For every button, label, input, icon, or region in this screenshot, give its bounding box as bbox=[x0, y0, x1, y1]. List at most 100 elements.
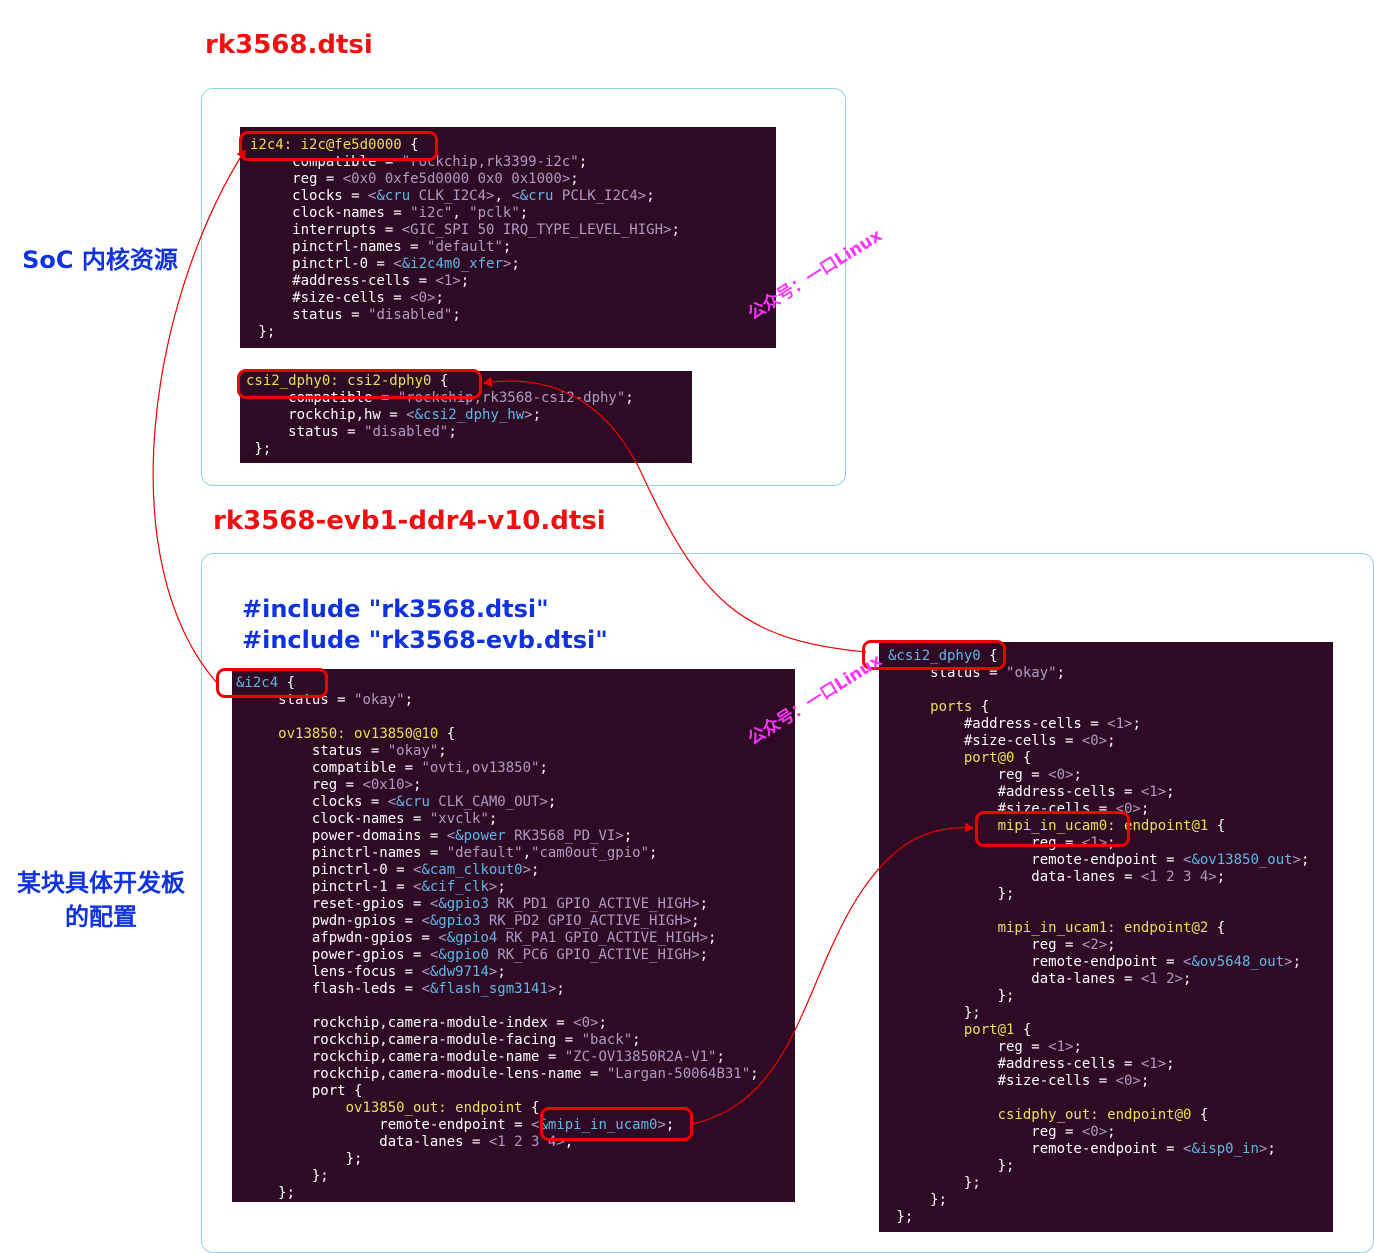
code-token: interrupts = bbox=[250, 222, 402, 238]
code-token: <0> bbox=[573, 1015, 599, 1031]
code-token: port@1 bbox=[963, 1022, 1015, 1038]
code-token: clock-names = bbox=[236, 811, 430, 827]
code-token: ; bbox=[665, 1117, 675, 1133]
code-line: port@0 { bbox=[888, 750, 1309, 767]
code-line: pinctrl-names = "default"; bbox=[250, 239, 680, 256]
code-line: #size-cells = <0>; bbox=[888, 733, 1309, 750]
code-line: reg = <0x0 0xfe5d0000 0x0 0x1000>; bbox=[250, 171, 680, 188]
code-token: ; bbox=[404, 692, 414, 708]
code-token: status = bbox=[246, 424, 365, 440]
code-token: &gpio0 bbox=[438, 947, 489, 963]
code-token: < bbox=[406, 407, 415, 423]
code-token: }; bbox=[888, 1175, 981, 1191]
code-token: <0x0 0xfe5d0000 0x0 0x1000> bbox=[342, 171, 571, 187]
code-token: , bbox=[522, 845, 532, 861]
soc-file-title: rk3568.dtsi bbox=[205, 30, 373, 60]
code-token: &gpio3 bbox=[429, 913, 481, 929]
code-token: ; bbox=[625, 390, 634, 406]
code-token: <1 2 3 4> bbox=[1140, 869, 1217, 885]
code-token: ov13850@10 bbox=[354, 726, 439, 742]
code-token: ; bbox=[708, 930, 717, 946]
code-token: { bbox=[1208, 920, 1226, 936]
code-line: pinctrl-0 = <&cam_clkout0>; bbox=[236, 862, 759, 879]
code-line: clocks = <&cru CLK_CAM0_OUT>; bbox=[236, 794, 759, 811]
code-token: ; bbox=[1166, 784, 1175, 800]
code-token: ; bbox=[1132, 716, 1141, 732]
code-line: #address-cells = <1>; bbox=[250, 273, 680, 290]
code-line: csidphy_out: endpoint@0 { bbox=[888, 1107, 1309, 1124]
code-token: ; bbox=[1292, 954, 1302, 970]
code-token: ; bbox=[539, 760, 548, 776]
code-token: clock-names = bbox=[250, 205, 411, 221]
code-line: ports { bbox=[888, 699, 1309, 716]
code-token: reg = bbox=[236, 777, 363, 793]
code-token: ; bbox=[598, 1015, 607, 1031]
code-token: mipi_in_ucam1: bbox=[997, 920, 1116, 936]
code-token: "ZC-OV13850R2A-V1" bbox=[564, 1049, 717, 1065]
code-line: remote-endpoint = <&ov13850_out>; bbox=[888, 852, 1309, 869]
code-token: ov13850_out: bbox=[345, 1100, 447, 1116]
code-token: ; bbox=[1073, 1039, 1082, 1055]
code-token: ; bbox=[1073, 767, 1082, 783]
code-token: ; bbox=[623, 828, 633, 844]
code-token: ; bbox=[671, 222, 680, 238]
soc-resource-label: SoC 内核资源 bbox=[10, 243, 190, 277]
code-token: #address-cells = bbox=[250, 273, 436, 289]
code-token: }; bbox=[236, 1168, 329, 1184]
code-token: ; bbox=[570, 171, 579, 187]
code-token: &csi2_dphy_hw bbox=[414, 407, 525, 423]
highlight-csi2-dphy0-node bbox=[237, 369, 482, 399]
code-token: <0> bbox=[410, 290, 436, 306]
code-line: compatible = "ovti,ov13850"; bbox=[236, 760, 759, 777]
terminal-csi2-dphy0-soc: csi2_dphy0: csi2-dphy0 { compatible = "r… bbox=[240, 371, 692, 463]
code-token: &dw9714 bbox=[429, 964, 489, 980]
arrow-csi2-ref-to-node bbox=[483, 376, 867, 653]
code-token: &gpio3 bbox=[438, 896, 489, 912]
code-token: ; bbox=[691, 913, 700, 929]
code-token: status = bbox=[236, 743, 388, 759]
code-line: ov13850_out: endpoint { bbox=[236, 1100, 759, 1117]
code-line: pinctrl-1 = <&cif_clk>; bbox=[236, 879, 759, 896]
code-token: i2c@fe5d0000 bbox=[300, 137, 402, 153]
code-line: }; bbox=[246, 441, 634, 458]
code-line: #size-cells = <0>; bbox=[250, 290, 680, 307]
code-token: > bbox=[488, 964, 498, 980]
code-token: <0> bbox=[1048, 767, 1074, 783]
code-token: { bbox=[278, 675, 296, 691]
code-token: ; bbox=[699, 947, 709, 963]
code-token: > bbox=[502, 256, 512, 272]
code-line: csi2_dphy0: csi2-dphy0 { bbox=[246, 373, 634, 390]
code-token: reg = bbox=[250, 171, 343, 187]
code-token: <1> bbox=[1140, 1056, 1167, 1072]
highlight-i2c4-node bbox=[239, 131, 438, 161]
code-token: pinctrl-0 = bbox=[236, 862, 414, 878]
code-token: <1> bbox=[1107, 716, 1133, 732]
code-token: "Largan-50064B31" bbox=[606, 1066, 751, 1082]
code-token: lens-focus = bbox=[236, 964, 422, 980]
code-token: pinctrl-names = bbox=[236, 845, 447, 861]
code-token: i2c4: bbox=[250, 137, 293, 153]
code-token: CLK_CAM0_OUT> bbox=[429, 794, 548, 810]
code-token: > bbox=[1258, 1141, 1268, 1157]
code-token: reg = bbox=[888, 1039, 1049, 1055]
code-line: pinctrl-0 = <&i2c4m0_xfer>; bbox=[250, 256, 680, 273]
code-token: <0> bbox=[1081, 733, 1108, 749]
code-token: &i2c4 bbox=[236, 675, 279, 691]
code-token: <1> bbox=[1140, 784, 1167, 800]
code-token: { bbox=[431, 373, 449, 389]
code-token: <1 2> bbox=[1140, 971, 1184, 987]
code-token: "back" bbox=[581, 1032, 633, 1048]
code-token: > bbox=[524, 407, 533, 423]
board-config-label: 某块具体开发板 的配置 bbox=[6, 866, 196, 934]
code-token: csi2_dphy0: bbox=[246, 373, 339, 389]
code-token: RK_PD1 GPIO_ACTIVE_HIGH> bbox=[488, 896, 700, 912]
code-token: RK_PD2 GPIO_ACTIVE_HIGH> bbox=[480, 913, 692, 929]
code-token: endpoint@1 bbox=[1124, 818, 1209, 834]
code-token: #size-cells = bbox=[888, 1073, 1116, 1089]
code-token: { bbox=[980, 648, 998, 664]
code-token: <0x10> bbox=[362, 777, 414, 793]
code-token: ; bbox=[511, 256, 520, 272]
code-token: PCLK_I2C4> bbox=[553, 188, 647, 204]
code-line: power-domains = <&power RK3568_PD_VI>; bbox=[236, 828, 759, 845]
code-token: < bbox=[511, 188, 520, 204]
